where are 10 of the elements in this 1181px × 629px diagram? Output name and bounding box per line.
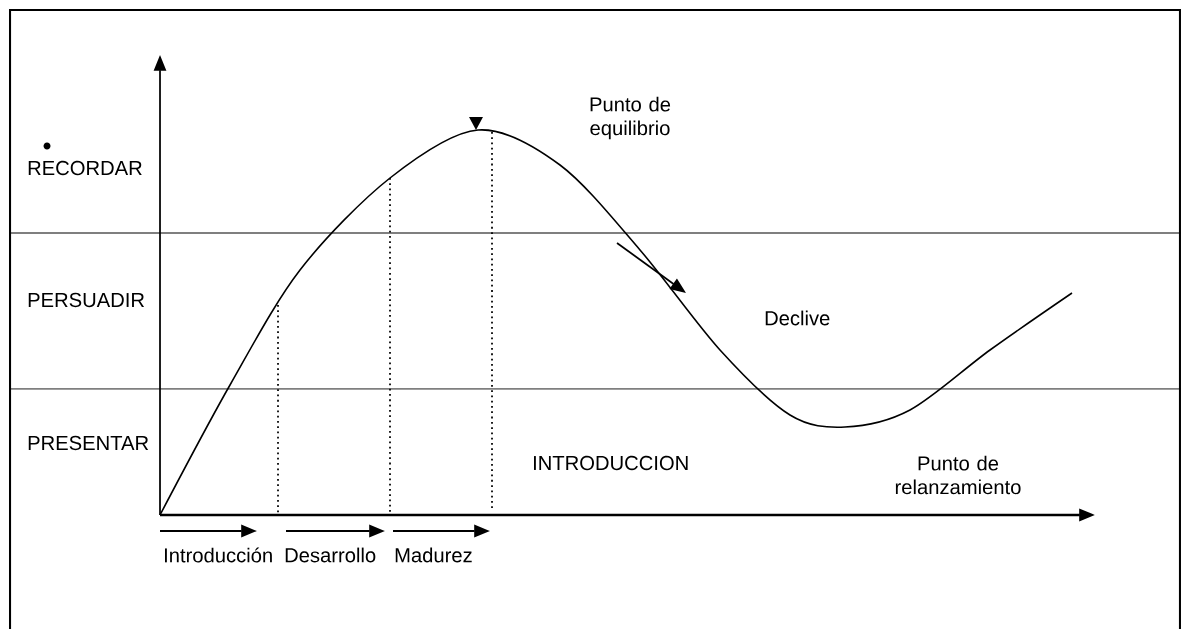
text-label: Madurez [395, 547, 472, 563]
text-label: Declive [765, 310, 830, 326]
text-label: Punto de relanzamiento [895, 455, 1021, 495]
text-label: INTRODUCCION [534, 455, 688, 471]
text-label: PERSUADIR [28, 292, 145, 308]
text-label: RECORDAR [28, 160, 142, 176]
text-label: PRESENTAR [28, 435, 149, 451]
text-label: Desarrollo [285, 547, 376, 563]
text-label: Introducción [165, 547, 272, 563]
text-label: Punto de equilibrio [590, 96, 671, 140]
